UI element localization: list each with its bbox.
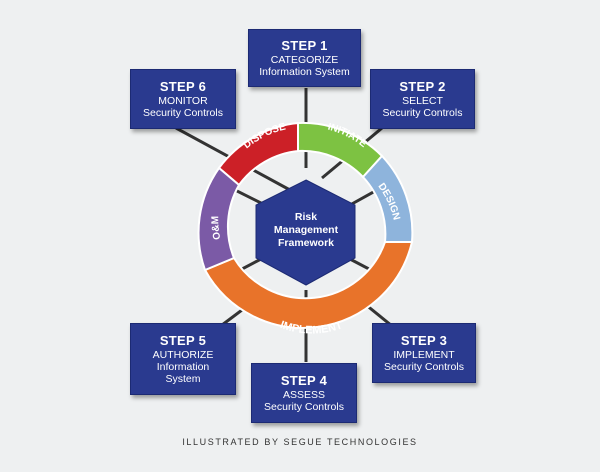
step-6-box: STEP 6 MONITOR Security Controls: [130, 69, 236, 129]
step-3-box: STEP 3 IMPLEMENT Security Controls: [372, 323, 476, 383]
step-5-title: STEP 5: [159, 333, 207, 348]
step-2-title: STEP 2: [399, 79, 446, 94]
step-4-box: STEP 4 ASSESS Security Controls: [251, 363, 357, 423]
step-4-title: STEP 4: [280, 373, 328, 388]
step-6-line-2: Security Controls: [143, 107, 223, 119]
segment-implement: [203, 241, 414, 329]
step-3-line-1: IMPLEMENT: [393, 349, 455, 361]
segment-label-implement: IMPLEMENT: [278, 319, 344, 337]
step-3-line-2: Security Controls: [384, 361, 464, 373]
step-4-line-2: Security Controls: [264, 401, 344, 413]
center-hexagon: [255, 179, 356, 286]
step-6-title: STEP 6: [159, 79, 207, 94]
step-1-line-2: Information System: [259, 66, 350, 78]
center-line-2: Management: [274, 224, 339, 236]
step-1-title: STEP 1: [281, 38, 328, 53]
step-5-line-1: AUTHORIZE: [152, 349, 214, 361]
step-2-line-1: SELECT: [402, 95, 443, 107]
step-4-line-1: ASSESS: [282, 389, 326, 401]
step-6-line-1: MONITOR: [158, 95, 208, 107]
step-5-line-2: Information: [156, 361, 210, 373]
step-5-line-3: System: [165, 373, 201, 385]
illustration-credit: ILLUSTRATED BY SEGUE TECHNOLOGIES: [182, 437, 418, 447]
segment-om: [197, 166, 241, 272]
step-1-box: STEP 1 CATEGORIZE Information System: [248, 29, 361, 87]
step-2-box: STEP 2 SELECT Security Controls: [370, 69, 475, 129]
step-2-line-2: Security Controls: [382, 107, 463, 119]
center-line-1: Risk: [295, 211, 317, 223]
step-5-box: STEP 5 AUTHORIZE Information System: [130, 323, 236, 395]
segment-label-om: O&M: [210, 216, 223, 241]
step-1-line-1: CATEGORIZE: [270, 54, 339, 66]
step-3-title: STEP 3: [400, 333, 448, 348]
center-line-3: Framework: [278, 237, 334, 249]
